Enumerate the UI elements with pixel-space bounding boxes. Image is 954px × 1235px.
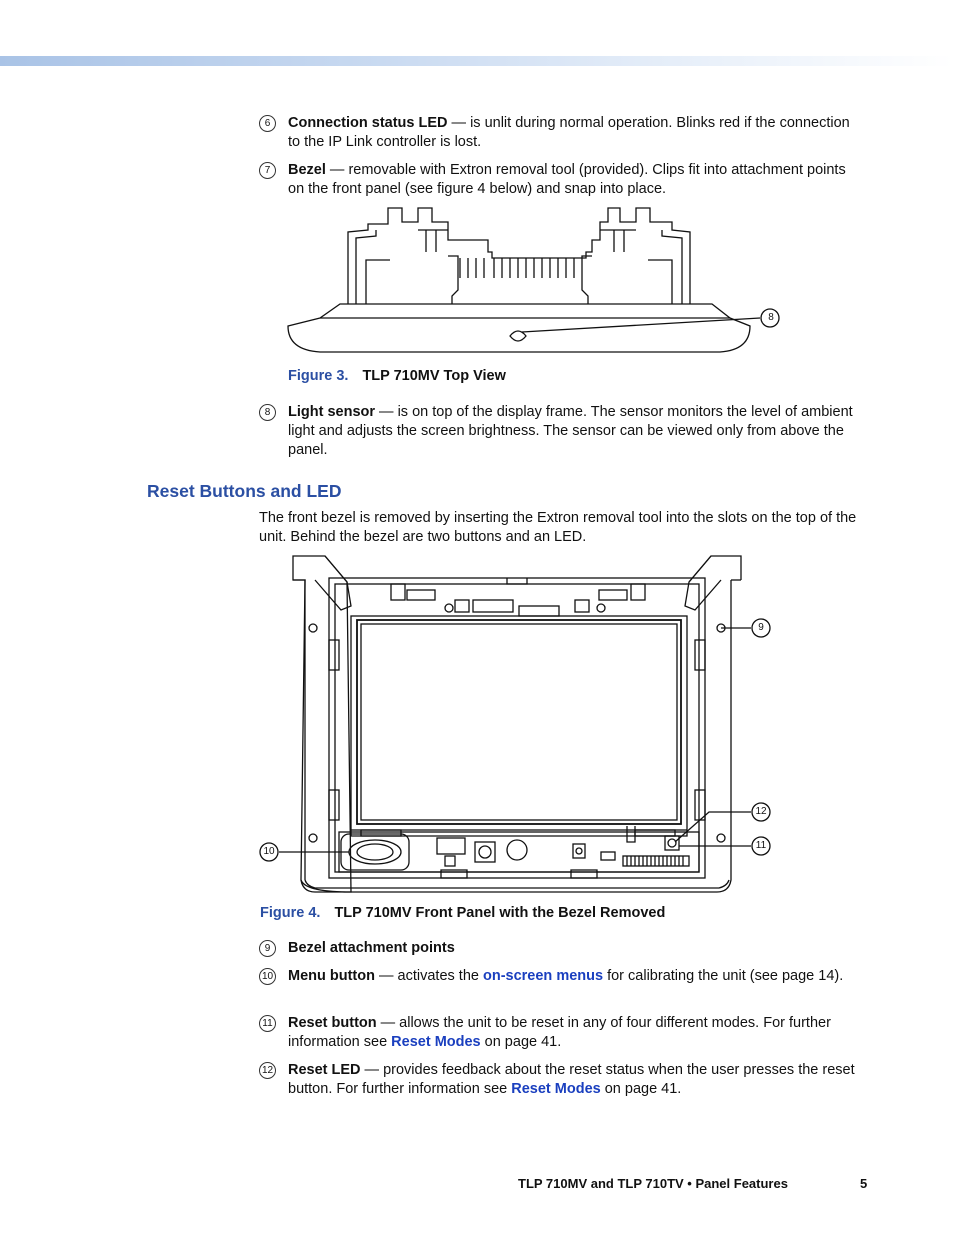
- item-description: for calibrating the unit (see page 14).: [603, 968, 844, 984]
- reset-modes-link[interactable]: Reset Modes: [391, 1034, 481, 1050]
- figure-3-callout-8: 8: [768, 312, 774, 323]
- item-label: Reset button: [288, 1015, 377, 1031]
- callout-number: 9: [259, 940, 276, 957]
- item-description: — provides feedback about the reset stat…: [288, 1062, 855, 1097]
- section-intro: The front bezel is removed by inserting …: [259, 510, 857, 545]
- figure-3-top-view-drawing: [287, 207, 780, 353]
- header-gradient-bar: [0, 56, 954, 66]
- item-label: Bezel attachment points: [288, 940, 455, 956]
- callout-number: 8: [259, 404, 276, 421]
- on-screen-menus-link[interactable]: on-screen menus: [482, 968, 604, 984]
- figure-title: TLP 710MV Front Panel with the Bezel Rem…: [334, 905, 666, 921]
- item-description: — is unlit during normal operation. Blin…: [288, 115, 850, 150]
- item-description: — removable with Extron removal tool (pr…: [288, 162, 846, 197]
- item-label: Light sensor: [288, 404, 376, 420]
- figure-3-caption: Figure 3. TLP 710MV Top View: [288, 367, 506, 386]
- figure-label: Figure 3.: [288, 368, 349, 384]
- item-description: — is on top of the display frame. The se…: [288, 404, 853, 458]
- figure-4-caption: Figure 4. TLP 710MV Front Panel with the …: [260, 904, 665, 923]
- item-label: Connection status LED: [288, 115, 448, 131]
- item-description: on page 41.: [600, 1081, 682, 1097]
- item-description: — allows the unit to be reset in any of …: [288, 1015, 831, 1050]
- figure-label: Figure 4.: [260, 905, 321, 921]
- section-heading: Reset Buttons and LED: [147, 481, 342, 501]
- item-bezel-attachment-points: 9 Bezel attachment points: [259, 939, 859, 958]
- item-label: Reset LED: [288, 1062, 361, 1078]
- item-bezel: 7 Bezel — removable with Extron removal …: [259, 161, 859, 199]
- item-connection-status-led: 6 Connection status LED — is unlit durin…: [259, 114, 859, 152]
- item-light-sensor: 8 Light sensor — is on top of the displa…: [259, 403, 859, 460]
- item-reset-led: 12 Reset LED — provides feedback about t…: [259, 1061, 859, 1099]
- item-description: on page 41.: [480, 1034, 562, 1050]
- callout-number: 10: [259, 968, 276, 985]
- item-label: Menu button: [288, 968, 375, 984]
- item-reset-button: 11 Reset button — allows the unit to be …: [259, 1014, 859, 1052]
- figure-4-callout-12: 12: [755, 806, 767, 817]
- callout-number: 7: [259, 162, 276, 179]
- reset-modes-link[interactable]: Reset Modes: [511, 1081, 601, 1097]
- footer-title: TLP 710MV and TLP 710TV • Panel Features: [518, 1176, 788, 1191]
- figure-4-callout-10: 10: [263, 846, 275, 857]
- figure-title: TLP 710MV Top View: [362, 368, 506, 384]
- callout-number: 11: [259, 1015, 276, 1032]
- item-description: — activates the: [374, 968, 483, 984]
- callout-number: 6: [259, 115, 276, 132]
- figure-4-callout-11: 11: [755, 840, 767, 851]
- item-label: Bezel: [288, 162, 326, 178]
- figure-4-callout-9: 9: [758, 622, 764, 633]
- item-menu-button: 10 Menu button — activates the on-screen…: [259, 967, 859, 986]
- page-number: 5: [860, 1176, 868, 1191]
- callout-number: 12: [259, 1062, 276, 1079]
- figure-4-front-panel-drawing: [259, 555, 771, 893]
